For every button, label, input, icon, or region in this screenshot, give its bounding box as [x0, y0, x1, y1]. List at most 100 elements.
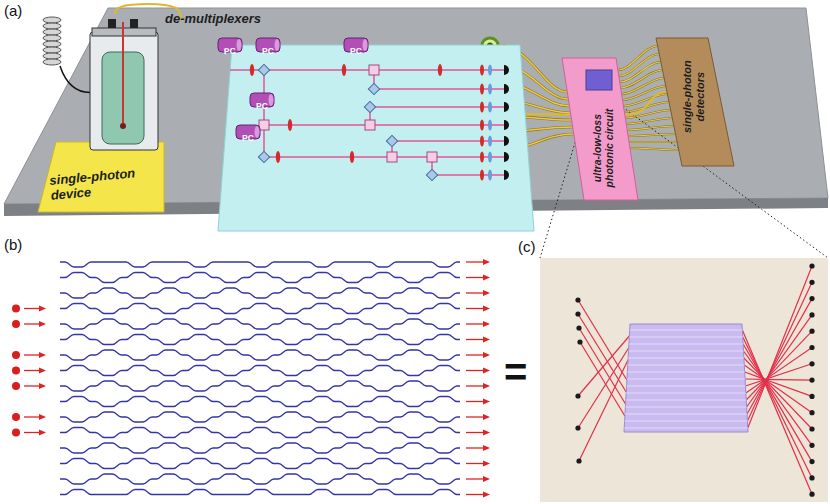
controller-label: PC: [242, 134, 254, 144]
output-arrow: [466, 277, 484, 278]
chip-stripe: [626, 393, 746, 394]
laser-beam: [264, 124, 504, 126]
coil: [43, 29, 61, 35]
circuit-band: ultra-low-loss photonic circuit: [556, 56, 640, 202]
fiber-end: [809, 361, 814, 366]
fiber-port: [504, 152, 509, 162]
fiber-end: [575, 297, 580, 302]
chip-stripe: [625, 421, 748, 422]
fiber-end: [809, 459, 814, 464]
fiber-line: [745, 372, 812, 396]
waveplate: [480, 152, 484, 163]
waveguide: [60, 273, 460, 283]
input-arrow: [24, 432, 40, 433]
waveguide: [60, 304, 460, 314]
chip-stripe: [629, 351, 744, 352]
interferometer-mesh: [12, 259, 490, 498]
output-arrow-head: [483, 290, 490, 296]
fiber: [623, 94, 667, 106]
waveguide: [60, 397, 460, 407]
fiber-end: [809, 394, 814, 399]
waveplate: [480, 65, 484, 76]
controller-box: PC: [249, 92, 275, 108]
output-arrow-head: [483, 321, 490, 327]
fiber-port: [504, 170, 509, 180]
input-arrow-head: [39, 368, 46, 374]
waveguide: [60, 428, 460, 438]
fiber: [623, 94, 667, 106]
output-arrow: [466, 401, 484, 402]
input-arrow-head: [39, 383, 46, 389]
output-arrow-head: [483, 476, 490, 482]
input-arrow: [24, 354, 40, 355]
fiber-port: [504, 102, 509, 112]
fiber: [627, 126, 674, 130]
controller-box: PC: [235, 124, 261, 140]
controller-label: PC: [224, 47, 236, 57]
waveguide: [60, 288, 460, 298]
beam-splitter: [427, 152, 437, 162]
knob: [108, 19, 116, 28]
fiber: [629, 141, 677, 142]
panel-label: (c): [518, 238, 536, 255]
chip: [624, 324, 748, 432]
output-arrow: [466, 261, 484, 262]
mirror: [364, 101, 375, 112]
chip-stripe: [626, 400, 746, 401]
optical-fiber: [625, 92, 667, 114]
laser-beam: [264, 70, 504, 157]
chip-stripe: [627, 372, 744, 373]
lens: [488, 84, 492, 95]
controller-box: PC: [255, 37, 281, 53]
detector-box: single-photon detectors: [652, 36, 736, 168]
output-arrow-head: [483, 352, 490, 358]
output-arrow-head: [483, 337, 490, 343]
fiber-line: [744, 365, 812, 413]
fiber-end: [575, 393, 580, 398]
chip-stripe: [629, 337, 742, 338]
waveguide: [60, 459, 460, 469]
chip-stripe: [630, 330, 743, 331]
waveguide: [60, 490, 460, 495]
fiber-line: [744, 351, 813, 445]
input-arrow-head: [39, 352, 46, 358]
photon-dot: [12, 367, 20, 375]
fiber-port: [504, 65, 509, 75]
panel: [218, 45, 534, 231]
waveguide: [60, 474, 460, 484]
fiber-end: [809, 345, 814, 350]
lens: [488, 102, 492, 113]
input-arrow: [24, 416, 40, 417]
fiber: [622, 78, 665, 94]
waveguide: [60, 443, 460, 453]
fiber-end: [809, 426, 814, 431]
output-arrow: [466, 432, 484, 433]
output-arrow-head: [483, 399, 490, 405]
waveguide: [60, 366, 460, 376]
lens: [488, 170, 492, 181]
output-arrow: [466, 385, 484, 386]
fiber: [629, 141, 677, 143]
fiber-line: [578, 348, 629, 428]
panel-label: (b): [4, 236, 22, 253]
fiber-line: [747, 299, 812, 414]
chip-stripe: [629, 344, 743, 345]
equals-sign: =: [504, 350, 527, 395]
node-label: single-photon detectors: [681, 48, 706, 144]
fiber-line: [742, 330, 812, 494]
lens: [488, 136, 492, 147]
photon-dot: [12, 320, 20, 328]
fiber-end: [809, 492, 814, 497]
controller-cap: [255, 126, 260, 138]
coil: [43, 59, 61, 65]
mirror: [368, 83, 379, 94]
panel-label: (a): [4, 2, 22, 19]
fiber-end: [809, 378, 814, 383]
beam-splitter: [259, 120, 269, 130]
knob: [130, 19, 138, 28]
chip-ground: [540, 258, 828, 502]
controller-cap: [269, 94, 274, 106]
mirror: [258, 64, 269, 75]
